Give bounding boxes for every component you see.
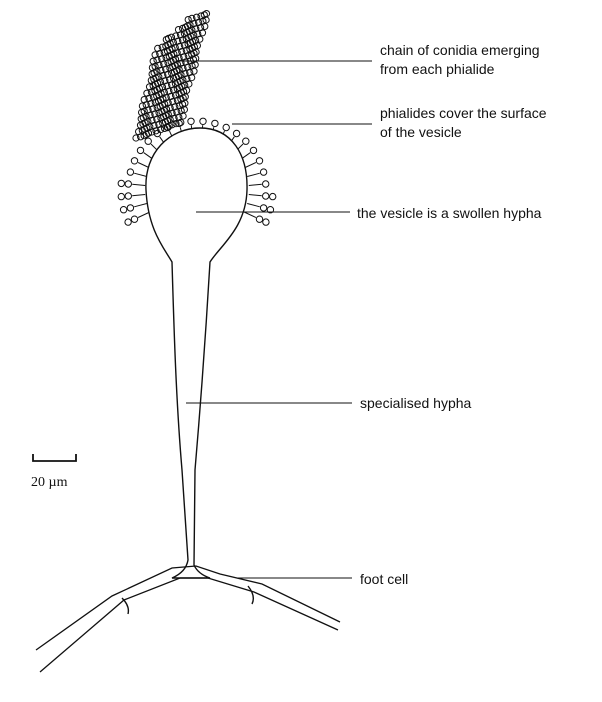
- phialide: [132, 184, 145, 185]
- label-conidia-line1: chain of conidia emerging: [380, 42, 540, 58]
- label-conidia-line2: from each phialide: [380, 61, 495, 77]
- conidium: [131, 216, 137, 222]
- phialide: [138, 212, 150, 218]
- phialide: [247, 204, 260, 207]
- phialide: [249, 195, 262, 196]
- conidium: [131, 158, 137, 164]
- label-foot-cell: foot cell: [360, 571, 408, 587]
- vesicle-and-stalk-outline: [146, 128, 247, 578]
- phialide: [134, 173, 147, 176]
- conidium: [200, 118, 206, 124]
- conidium: [263, 219, 269, 225]
- conidium: [250, 147, 256, 153]
- label-phialides-line2: of the vesicle: [380, 124, 462, 140]
- conidium: [118, 180, 124, 186]
- conidium: [145, 138, 151, 144]
- conidium: [263, 193, 269, 199]
- conidium: [120, 207, 126, 213]
- label-vesicle: the vesicle is a swollen hypha: [357, 205, 542, 221]
- foot-cell-lower-outline: [40, 578, 338, 672]
- conidium: [243, 138, 249, 144]
- phialide: [244, 212, 256, 218]
- conidium: [256, 158, 262, 164]
- conidium: [137, 147, 143, 153]
- conidium: [127, 169, 133, 175]
- label-phialides-line1: phialides cover the surface: [380, 105, 547, 121]
- conidium: [212, 120, 218, 126]
- phialide: [134, 204, 147, 207]
- conidium: [125, 219, 131, 225]
- phialide: [247, 173, 260, 176]
- conidium: [203, 11, 209, 17]
- conidium: [270, 193, 276, 199]
- scale-bar-label: 20 µm: [31, 475, 68, 490]
- conidium: [188, 118, 194, 124]
- conidium: [223, 124, 229, 130]
- label-specialised-hypha: specialised hypha: [360, 395, 472, 411]
- right-septum: [248, 586, 253, 604]
- conidium: [233, 130, 239, 136]
- conidium: [260, 169, 266, 175]
- conidium: [127, 205, 133, 211]
- phialide: [249, 184, 262, 185]
- conidium: [118, 193, 124, 199]
- conidium: [260, 205, 266, 211]
- conidium: [125, 181, 131, 187]
- conidium: [263, 181, 269, 187]
- phialide: [132, 195, 145, 196]
- conidium: [197, 36, 203, 42]
- conidium: [125, 193, 131, 199]
- scale-bar: [33, 454, 76, 461]
- conidium: [186, 81, 192, 87]
- phialide: [244, 163, 256, 169]
- conidium: [256, 216, 262, 222]
